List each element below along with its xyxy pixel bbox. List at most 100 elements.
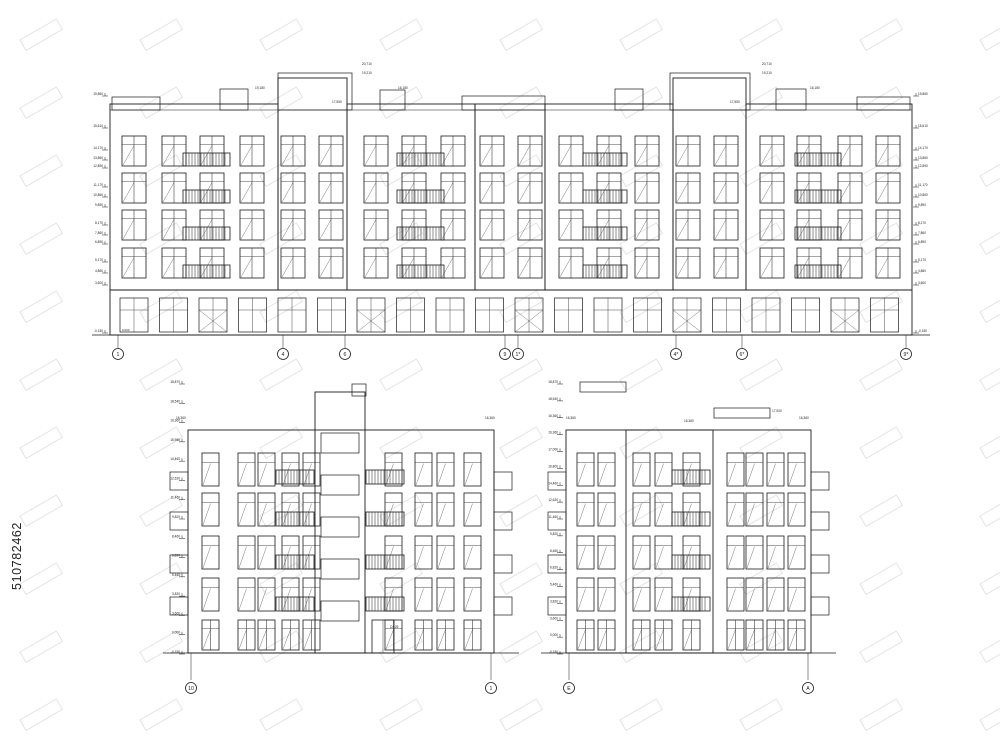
window-swing-mark (364, 145, 377, 166)
window (726, 492, 745, 527)
level-label: 6,820 (172, 554, 180, 558)
window-swing-mark (415, 629, 424, 650)
roof-level-label: 17,000 (772, 409, 782, 413)
watermark-mark (499, 86, 544, 120)
window (654, 577, 673, 612)
window-swing-mark (876, 219, 889, 240)
roof-level-label: 16,180 (398, 86, 408, 90)
window-swing-mark (597, 182, 610, 203)
window (201, 492, 220, 527)
level-label: 8,170 (918, 221, 926, 225)
watermark-mark (19, 290, 64, 324)
axis-label: 4 (282, 352, 285, 358)
level-label: 16,800 (548, 464, 558, 468)
axis-label: A (806, 686, 810, 692)
building-block (474, 103, 546, 291)
balcony-rail (671, 469, 711, 485)
window-swing-mark (282, 463, 291, 486)
window-swing-mark (281, 219, 294, 240)
level-label: 12,890 (918, 164, 928, 168)
axis-bubble (339, 348, 351, 360)
watermark-mark (859, 562, 904, 596)
watermark-mark (499, 358, 544, 392)
window-swing-mark (655, 503, 664, 526)
window (745, 577, 764, 612)
watermark-mark (379, 18, 424, 52)
window-swing-mark (464, 503, 473, 526)
level-label: 3,600 (550, 616, 558, 620)
watermark-mark (499, 426, 544, 460)
entrance-label: Ст-09 (390, 625, 399, 629)
window-swing-mark (364, 257, 377, 278)
level-label: 14,460 (170, 457, 180, 461)
watermark-mark (139, 494, 184, 528)
window-swing-mark (258, 503, 267, 526)
window-swing-mark (577, 629, 586, 650)
level-label: -0,150 (171, 650, 180, 654)
window (302, 492, 321, 527)
window (463, 535, 482, 570)
window-swing-mark (202, 588, 211, 611)
window-swing-mark (202, 463, 211, 486)
balcony-rail (365, 511, 405, 527)
level-label: 18,870 (548, 380, 558, 384)
level-label: 17,000 (548, 448, 558, 452)
level-label: 8,170 (95, 221, 103, 225)
watermark-mark (139, 426, 184, 460)
window-swing-mark (714, 257, 727, 278)
window-swing-mark (746, 503, 755, 526)
level-label: 10,860 (93, 193, 103, 197)
window-swing-mark (598, 588, 607, 611)
level-label: 6,890 (918, 240, 926, 244)
window-swing-mark (655, 629, 664, 650)
roof-structure (669, 72, 751, 111)
window-swing-mark (303, 503, 312, 526)
watermark-mark (499, 290, 544, 324)
watermark-mark (379, 290, 424, 324)
watermark-mark (19, 562, 64, 596)
window-swing-mark (200, 257, 213, 278)
window-swing-mark (402, 182, 415, 203)
side-balcony (493, 554, 513, 574)
level-label: 3,600 (95, 281, 103, 285)
window-swing-mark (655, 463, 664, 486)
roof-level-label: 16,360 (684, 419, 694, 423)
watermark-mark (979, 86, 1000, 120)
balcony-rail (365, 469, 405, 485)
balcony-rail (275, 469, 315, 485)
window-swing-mark (876, 257, 889, 278)
building-block (346, 103, 476, 291)
axis-label: 10 (188, 686, 194, 692)
level-label: 3,600 (918, 281, 926, 285)
level-label: 4,860 (95, 269, 103, 273)
door-diag (356, 309, 386, 333)
window (726, 535, 745, 570)
watermark-mark (979, 698, 1000, 732)
balcony-rail (275, 596, 315, 612)
stair-window (320, 600, 360, 622)
window-swing-mark (577, 588, 586, 611)
window (745, 535, 764, 570)
window-swing-mark (714, 219, 727, 240)
watermark-mark (619, 290, 664, 324)
watermark-mark (859, 630, 904, 664)
window (201, 535, 220, 570)
balcony-rail (182, 152, 231, 167)
level-label: 4,860 (918, 269, 926, 273)
window (436, 535, 455, 570)
axis-label: 1 (117, 352, 120, 358)
level-label: 16,360 (548, 431, 558, 435)
watermark-mark (619, 494, 664, 528)
watermark-mark (739, 154, 784, 188)
window-swing-mark (202, 546, 211, 569)
window (384, 492, 403, 527)
watermark-mark (859, 358, 904, 392)
side-balcony (169, 596, 189, 616)
window (281, 577, 300, 612)
watermark-mark (139, 358, 184, 392)
window-swing-mark (683, 503, 692, 526)
window-swing-mark (303, 546, 312, 569)
level-label: 9,890 (918, 203, 926, 207)
watermark-mark (979, 154, 1000, 188)
window (682, 577, 701, 612)
